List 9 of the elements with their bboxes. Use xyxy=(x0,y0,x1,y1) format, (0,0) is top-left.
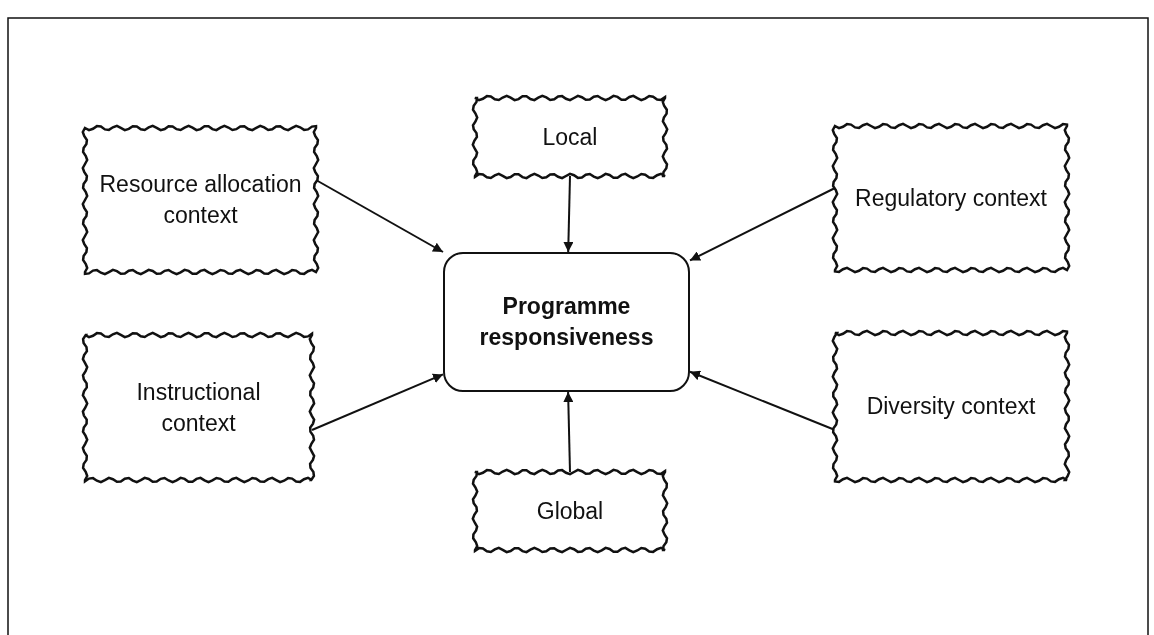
node-label: Local xyxy=(541,122,599,152)
arrow xyxy=(689,187,836,262)
arrow xyxy=(563,391,574,473)
node-label: Programme responsiveness xyxy=(478,292,655,352)
rounded-box xyxy=(443,252,690,392)
node-label: Regulatory context xyxy=(854,183,1048,213)
node-label: Global xyxy=(535,496,605,526)
arrow xyxy=(311,373,444,431)
arrow xyxy=(563,175,574,253)
